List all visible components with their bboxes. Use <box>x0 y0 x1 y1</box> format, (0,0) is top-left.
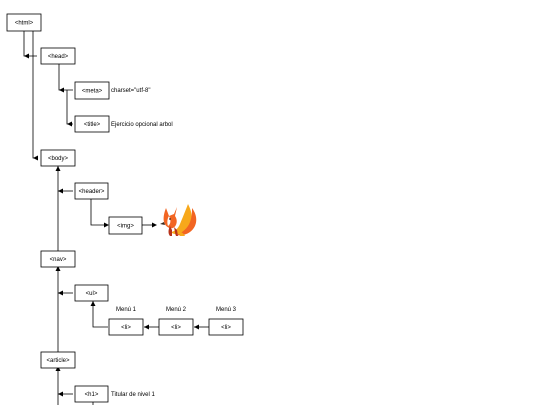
node-label: <h1> <box>85 392 99 398</box>
menu2-label: Menú 2 <box>166 307 187 313</box>
connector-head-meta <box>58 64 73 91</box>
node-img: <img> <box>108 216 143 235</box>
arrowhead <box>58 391 63 397</box>
node-label: <img> <box>117 224 134 230</box>
node-label: <header> <box>79 189 105 195</box>
node-head: <head> <box>40 47 76 65</box>
node-label: <ul> <box>86 291 98 297</box>
h1-annotation: Titular de nivel 1 <box>111 392 155 398</box>
arrowhead <box>194 324 199 330</box>
node-meta: <meta> <box>74 81 110 100</box>
node-label: <body> <box>48 156 69 162</box>
arrowhead <box>55 266 61 271</box>
arrowhead <box>67 121 72 127</box>
node-label: <title> <box>84 122 101 128</box>
menu3-label: Menú 3 <box>216 307 237 313</box>
connector-ul-li1 <box>92 301 108 328</box>
node-article: <article> <box>40 351 76 369</box>
node-label: <meta> <box>82 89 103 95</box>
node-label: <article> <box>46 358 70 364</box>
meta-annotation: charset="utf-8" <box>111 88 150 94</box>
arrowhead <box>144 324 149 330</box>
node-label: <li> <box>171 325 181 331</box>
arrowhead <box>55 166 61 171</box>
node-li-3: <li> <box>208 318 244 336</box>
arrowhead <box>24 53 29 59</box>
node-nav: <nav> <box>40 250 76 268</box>
connector-html-head <box>23 31 37 57</box>
node-label: <li> <box>221 325 231 331</box>
arrowhead <box>58 290 63 296</box>
arrowhead <box>59 87 64 93</box>
node-label: <head> <box>48 54 69 60</box>
connector-html-body <box>32 31 38 159</box>
title-annotation: Ejercicio opcional arbol <box>111 122 173 128</box>
node-label: <nav> <box>50 257 67 263</box>
arrowhead <box>90 301 96 306</box>
node-ul: <ul> <box>74 284 109 302</box>
node-label: <html> <box>15 21 34 27</box>
arrowhead <box>152 222 157 228</box>
flame-fox-logo-icon <box>160 204 197 236</box>
connector-header-img <box>90 199 107 226</box>
node-li-2: <li> <box>158 318 194 336</box>
arrowhead <box>33 155 38 161</box>
menu1-label: Menú 1 <box>116 307 137 313</box>
node-header: <header> <box>74 182 109 200</box>
node-h1: <h1> <box>74 385 109 403</box>
arrowhead <box>104 222 109 228</box>
node-html: <html> <box>6 13 42 32</box>
node-li-1: <li> <box>108 318 144 336</box>
node-label: <li> <box>121 325 131 331</box>
node-body: <body> <box>40 149 76 167</box>
node-title: <title> <box>74 115 110 133</box>
arrowhead <box>58 188 63 194</box>
connector-head-title <box>66 90 73 125</box>
arrowhead <box>55 366 61 371</box>
